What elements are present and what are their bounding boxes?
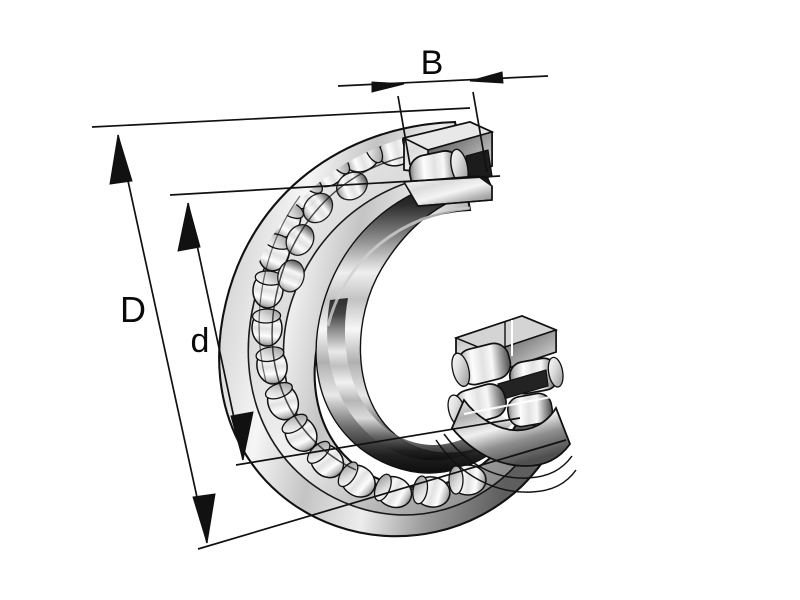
dimension-B: B [337, 44, 549, 173]
dimension-D-arrow-upper [109, 134, 133, 185]
dimension-d-arrow-lower [230, 411, 254, 461]
dimension-D-extension-upper [91, 107, 471, 128]
cutaway-section-lower [435, 315, 577, 493]
dimension-annotations: D d B [91, 44, 567, 550]
dimension-D-label: D [120, 289, 146, 330]
dimension-D-line [117, 134, 208, 544]
dimension-B-arrow-right [469, 71, 504, 84]
dimension-d-arrow-upper [177, 202, 201, 252]
dimension-d-extension-lower [235, 417, 521, 466]
dimension-d: d [169, 175, 521, 466]
dimension-D-extension-lower [197, 439, 567, 550]
dimension-B-label: B [421, 44, 444, 82]
dimension-D-arrow-lower [192, 493, 216, 544]
bearing-body [218, 120, 577, 538]
cage [258, 151, 471, 471]
cutaway-section-top [401, 121, 495, 207]
dimension-B-arrow-left [371, 81, 405, 93]
dimension-d-extension-upper [169, 175, 501, 196]
dimension-B-extension-left [397, 95, 411, 166]
dimension-d-label: d [191, 322, 210, 360]
dimension-B-extension-right [472, 91, 488, 173]
dimension-D: D [91, 107, 567, 550]
